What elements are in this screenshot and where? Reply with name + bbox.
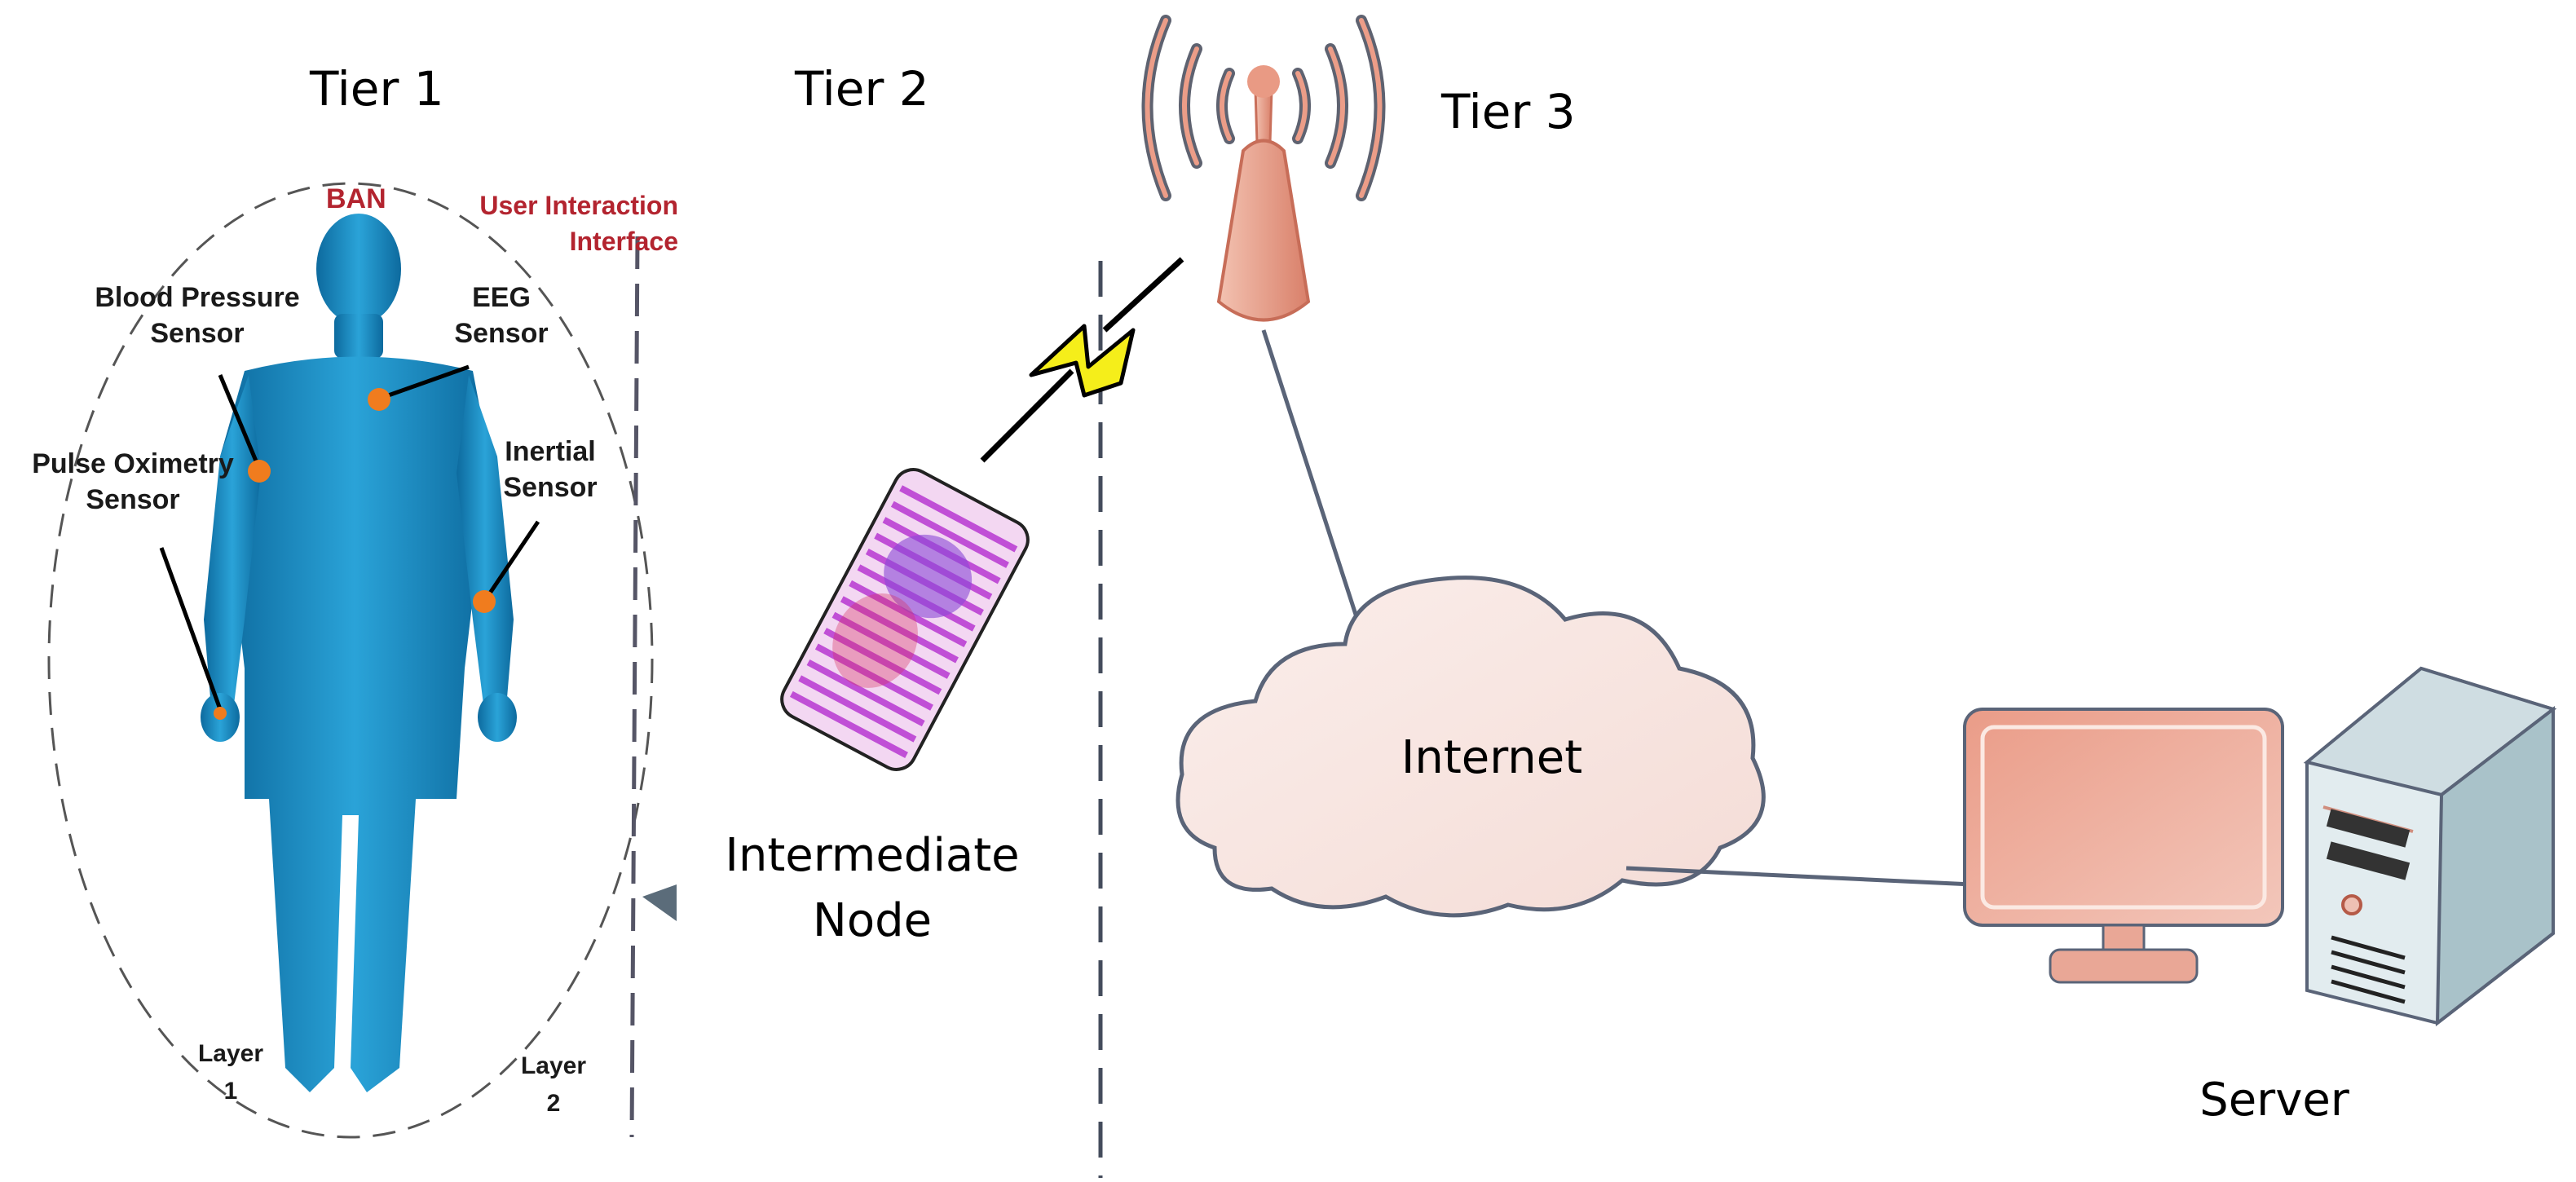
server-case-icon	[2303, 666, 2557, 1027]
tier3-label: Tier 3	[1441, 84, 1576, 139]
pulse-line2: Sensor	[86, 484, 180, 515]
tier1-label: Tier 1	[310, 61, 444, 117]
pulse-oximetry-sensor-label: Pulse Oximetry Sensor	[31, 446, 235, 518]
ui-label-line2: Interface	[569, 227, 678, 256]
eeg-sensor-label: EEG Sensor	[444, 280, 558, 351]
layer1-label: Layer 1	[186, 1035, 276, 1110]
tower-cloud-link	[1261, 329, 1360, 620]
tier2-label: Tier 2	[795, 61, 929, 117]
pulse-line1: Pulse Oximetry	[32, 448, 234, 479]
wireless-signal-icon	[1141, 15, 1386, 201]
server-label: Server	[2199, 1074, 2349, 1127]
layer2-line2: 2	[546, 1090, 561, 1117]
ban-label: BAN	[326, 183, 386, 214]
interface-divider	[629, 236, 640, 1138]
layer2-label: Layer 2	[509, 1047, 598, 1122]
ban-boundary	[47, 182, 654, 1139]
layer2-line1: Layer	[520, 1052, 587, 1079]
human-body-icon	[201, 214, 517, 1092]
monitor-icon	[1963, 708, 2284, 984]
bp-line2: Sensor	[150, 318, 245, 349]
user-interaction-interface-label: User Interaction Interface	[474, 187, 678, 259]
bp-line1: Blood Pressure	[95, 282, 300, 313]
sensor-markers	[159, 364, 540, 720]
intermediate-node-label: Intermediate Node	[701, 823, 1043, 954]
ui-label-line1: User Interaction	[479, 191, 678, 220]
cloud-icon	[1176, 576, 1766, 918]
internet-label: Internet	[1400, 731, 1583, 784]
eeg-line1: EEG	[472, 282, 531, 313]
interface-edge-shape	[642, 884, 677, 921]
layer1-line2: 1	[223, 1078, 238, 1105]
phone-icon	[780, 468, 1030, 771]
cloud-server-link	[1625, 866, 1974, 887]
inertial-line1: Inertial	[505, 436, 596, 467]
layer1-line1: Layer	[197, 1040, 264, 1067]
inertial-sensor-label: Inertial Sensor	[493, 434, 607, 505]
antenna-tower-icon	[1216, 65, 1311, 322]
lightning-link-icon	[980, 257, 1184, 463]
intermediate-line2: Node	[812, 894, 933, 947]
inertial-line2: Sensor	[503, 472, 598, 503]
blood-pressure-sensor-label: Blood Pressure Sensor	[91, 280, 303, 351]
eeg-line2: Sensor	[454, 318, 549, 349]
intermediate-line1: Intermediate	[725, 829, 1020, 882]
